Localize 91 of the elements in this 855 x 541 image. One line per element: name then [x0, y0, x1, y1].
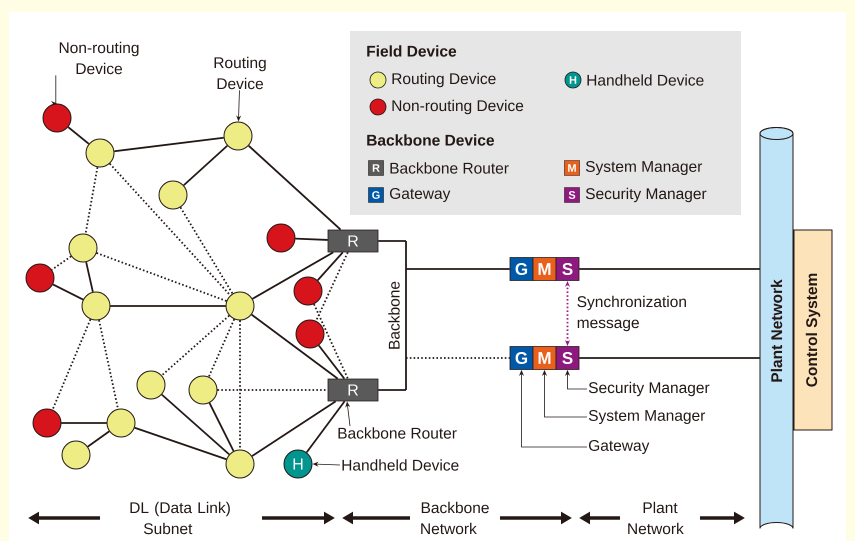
link-line [579, 268, 760, 270]
link-line [315, 252, 349, 322]
swatch-letter: H [570, 76, 576, 84]
legend-label: Non-routing Device [392, 100, 524, 114]
system-box: Control System [794, 230, 832, 430]
router-box: R [328, 378, 378, 402]
device-circle [294, 276, 322, 306]
link-line [96, 252, 227, 302]
link-line [161, 314, 230, 376]
device-circle [62, 440, 90, 470]
link-line [318, 344, 345, 380]
span-label: Plant Network [628, 502, 684, 534]
gateway-box: G [510, 346, 534, 370]
manager-box: S [556, 257, 580, 281]
link-line [306, 400, 346, 453]
link-line [208, 318, 235, 378]
link-line [218, 389, 328, 391]
legend-label: System Manager [586, 160, 702, 176]
span-label: Backbone Network [421, 502, 489, 534]
link-line [295, 238, 328, 241]
link-line [110, 305, 226, 307]
gateway-box: G [510, 257, 534, 281]
link-line [180, 206, 234, 294]
callout-label: System Manager [588, 410, 706, 424]
link-line [239, 320, 241, 450]
swatch-letter: M [568, 164, 576, 172]
swatch-letter: G [372, 191, 380, 199]
link-line [378, 389, 406, 391]
device-circle [86, 138, 114, 168]
device-circle [226, 292, 254, 320]
callout-label: Handheld Device [342, 459, 459, 471]
callout-label: Non-routing Device [60, 42, 138, 74]
callout-label: Security Manager [588, 382, 710, 396]
legend-label: Security Manager [586, 188, 706, 202]
link-line [84, 167, 98, 234]
legend-heading: Field Device [367, 45, 456, 57]
link-line [208, 402, 234, 452]
backbone-line: Backbone [388, 241, 407, 390]
device-circle [106, 408, 136, 438]
device-circle [42, 104, 72, 132]
link-line [134, 426, 227, 460]
legend-label: Routing Device [392, 72, 496, 88]
link-line [68, 126, 90, 145]
device-circle [26, 264, 54, 292]
device-circle [266, 224, 296, 252]
link-line [317, 252, 344, 281]
device-circle [224, 122, 252, 150]
legend-label: Gateway [390, 188, 450, 202]
device-circle [136, 370, 166, 400]
link-line [98, 320, 119, 409]
link-line [52, 319, 92, 410]
network-cylinder: Plant Network [760, 127, 794, 529]
span-label: DL (Data Link) Subnet [130, 502, 230, 534]
link-line [248, 145, 342, 230]
link-line [313, 304, 349, 379]
manager-box: M [532, 346, 556, 370]
device-circle [296, 320, 324, 348]
link-line [87, 430, 110, 448]
link-line [252, 252, 334, 300]
edge-label: Synchronization message [577, 296, 686, 332]
link-line [85, 262, 94, 292]
router-box: R [328, 230, 378, 252]
manager-box: M [532, 257, 556, 281]
swatch-letter: S [568, 191, 576, 199]
link-line [406, 268, 510, 270]
device-circle [68, 234, 98, 262]
swatch-letter: R [372, 164, 380, 172]
device-circle [158, 180, 188, 210]
link-line [579, 357, 760, 359]
callout-label: Backbone Router [338, 427, 457, 439]
link-line [252, 400, 336, 457]
legend-label: Backbone Router [390, 162, 509, 174]
link-line [62, 422, 106, 424]
link-line [183, 145, 228, 186]
device-circle [188, 376, 218, 404]
device-circle [226, 450, 254, 478]
link-line [251, 314, 338, 380]
link-line [114, 136, 224, 152]
link-line [161, 394, 230, 456]
link-line [52, 284, 84, 300]
callout-label: Routing Device [214, 56, 266, 90]
link-line [109, 163, 231, 296]
device-circle [32, 408, 62, 438]
manager-box: S [556, 346, 580, 370]
link-line [406, 357, 510, 359]
legend-label: Handheld Device [587, 74, 704, 86]
callout-label: Gateway [588, 440, 650, 454]
link-line [51, 256, 72, 270]
device-circle [82, 292, 110, 320]
link-line [378, 240, 406, 242]
legend-heading: Backbone Device [367, 134, 494, 146]
